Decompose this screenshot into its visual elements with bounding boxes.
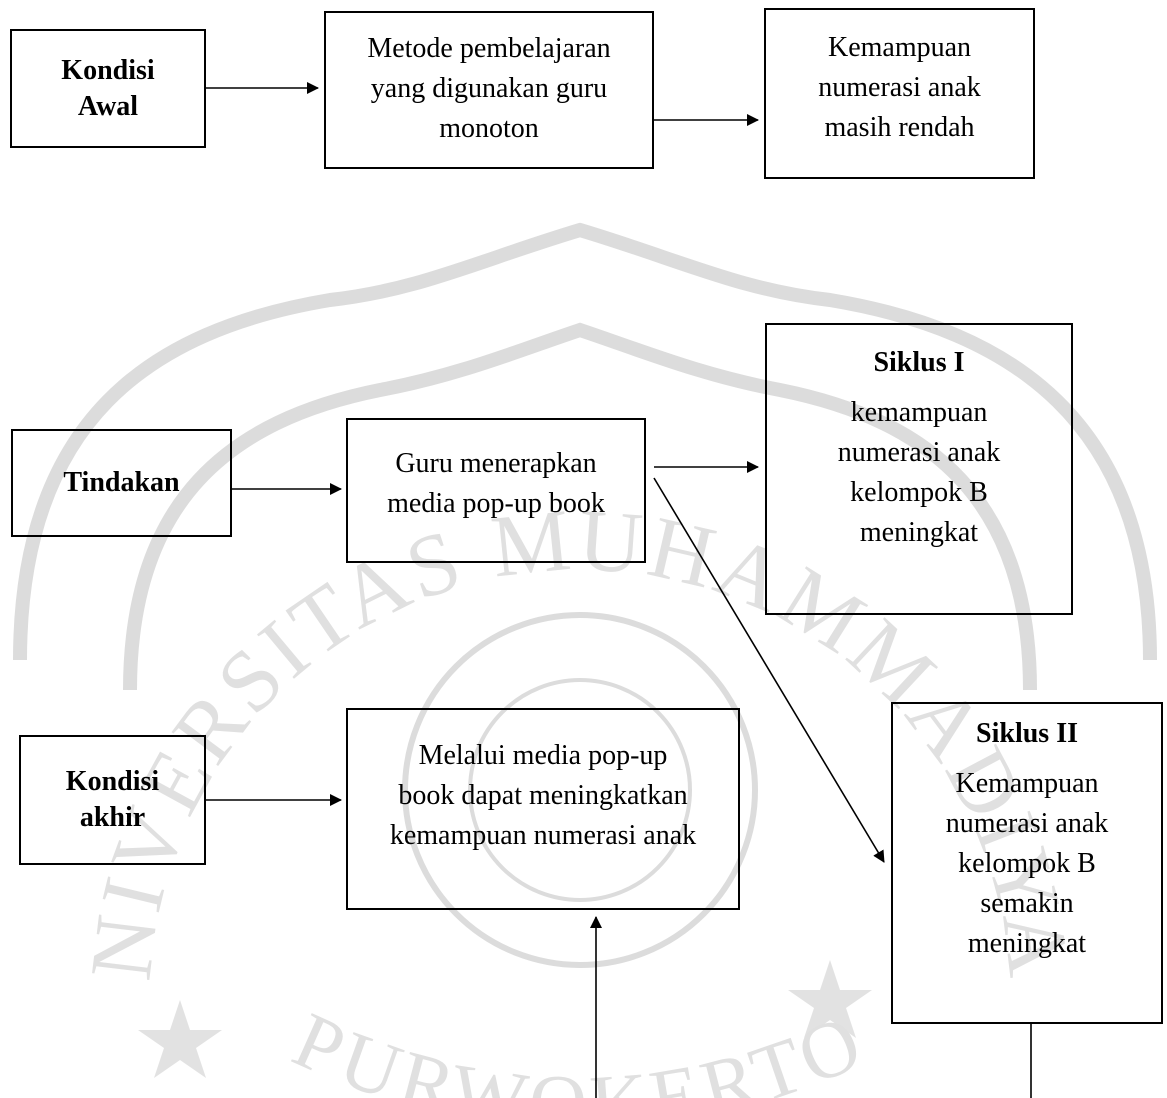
tindakan-label: Tindakan: [63, 467, 180, 498]
kemampuan-awal-line-2: numerasi anak: [818, 72, 981, 103]
box-siklus-1: Siklus I kemampuan numerasi anak kelompo…: [765, 323, 1073, 615]
siklus1-line-3: kelompok B: [850, 477, 988, 508]
box-tindakan: Tindakan: [11, 429, 232, 537]
kondisi-akhir-line-1: Kondisi: [65, 766, 160, 797]
metode-line-1: Metode pembelajaran: [367, 33, 611, 64]
siklus1-line-4: meningkat: [859, 517, 979, 548]
siklus2-line-4: semakin: [980, 888, 1074, 919]
melalui-line-1: Melalui media pop-up: [418, 740, 668, 771]
kondisi-awal-line-2: Awal: [77, 90, 139, 122]
siklus2-line-1: Kemampuan: [955, 768, 1099, 799]
metode-line-3: monoton: [439, 113, 539, 144]
guru-line-1: Guru menerapkan: [395, 448, 597, 479]
kemampuan-awal-line-3: masih rendah: [824, 112, 975, 143]
box-metode-pembelajaran: Metode pembelajaran yang digunakan guru …: [324, 11, 654, 169]
siklus2-line-2: numerasi anak: [945, 808, 1109, 839]
siklus1-line-2: numerasi anak: [837, 437, 1001, 468]
arrow-guru-to-siklus2: [653, 477, 885, 863]
siklus2-title: Siklus II: [976, 718, 1078, 749]
box-kemampuan-awal: Kemampuan numerasi anak masih rendah: [764, 8, 1035, 179]
box-siklus-2: Siklus II Kemampuan numerasi anak kelomp…: [891, 702, 1163, 1024]
guru-line-2: media pop-up book: [387, 488, 605, 519]
melalui-line-2: book dapat meningkatkan: [398, 780, 688, 811]
siklus1-line-1: kemampuan: [850, 397, 988, 428]
siklus1-title: Siklus I: [873, 347, 965, 378]
metode-line-2: yang digunakan guru: [370, 73, 608, 104]
box-melalui-media: Melalui media pop-up book dapat meningka…: [346, 708, 740, 910]
box-kondisi-akhir: Kondisi akhir: [19, 735, 206, 865]
box-kondisi-awal: Kondisi Awal: [10, 29, 206, 148]
kondisi-akhir-line-2: akhir: [79, 802, 146, 833]
kemampuan-awal-line-1: Kemampuan: [827, 32, 972, 63]
kondisi-awal-line-1: Kondisi: [61, 54, 155, 86]
siklus2-line-3: kelompok B: [958, 848, 1096, 879]
box-guru-menerapkan: Guru menerapkan media pop-up book: [346, 418, 646, 563]
melalui-line-3: kemampuan numerasi anak: [389, 820, 697, 851]
siklus2-line-5: meningkat: [967, 928, 1087, 959]
